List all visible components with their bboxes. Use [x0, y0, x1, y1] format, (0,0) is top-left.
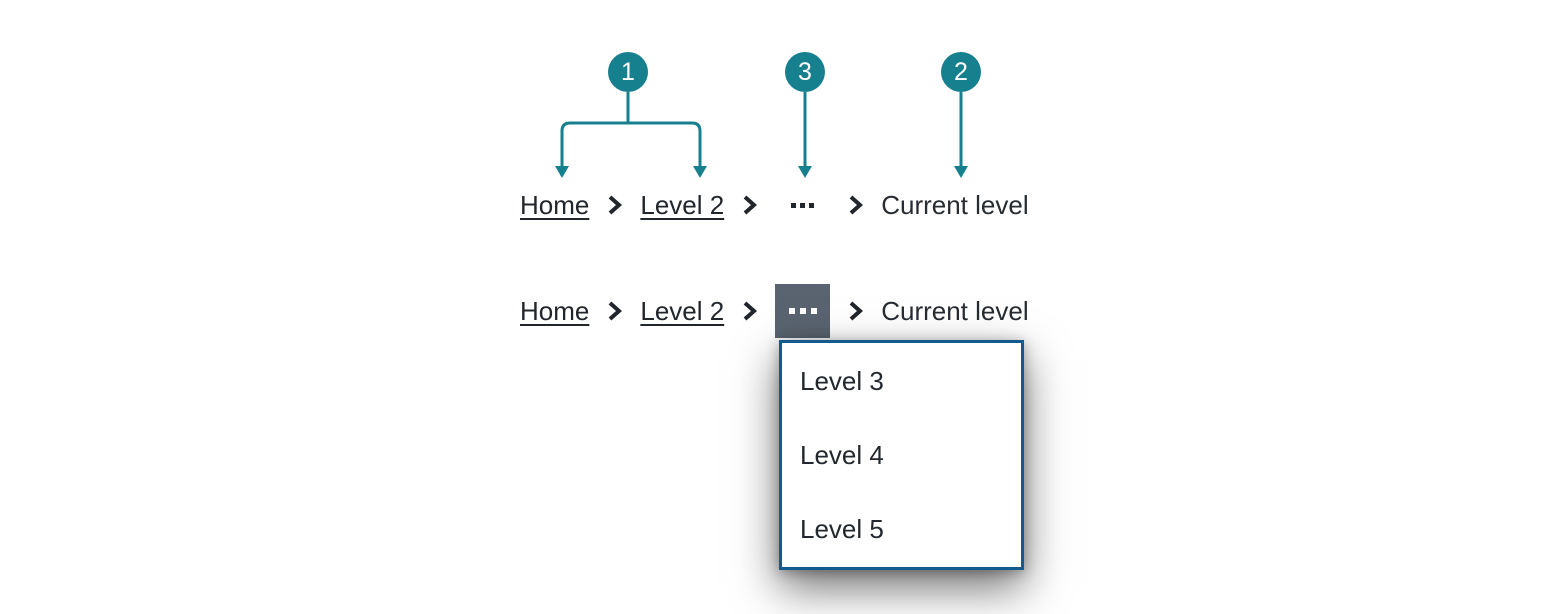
chevron-right-icon [848, 194, 864, 216]
arrowhead-level2-icon [693, 166, 707, 178]
callout-number: 3 [798, 57, 812, 86]
breadcrumb-ellipsis-button-active[interactable] [775, 284, 831, 338]
ellipsis-icon [800, 202, 806, 208]
chevron-right-icon [742, 194, 758, 216]
breadcrumb-current-item: Current level [881, 189, 1029, 220]
chevron-right-icon [742, 300, 758, 322]
chevron-right-icon [607, 300, 623, 322]
callout-badge-2: 2 [941, 52, 981, 92]
ellipsis-icon [788, 308, 795, 314]
callout-badge-1: 1 [608, 52, 648, 92]
arrowhead-current-icon [954, 166, 968, 178]
arrowhead-home-icon [555, 166, 569, 178]
arrowhead-ellipsis-icon [798, 166, 812, 178]
breadcrumb-default-state: Home Level 2 Current level [520, 187, 1029, 223]
breadcrumb-dropdown-menu: Level 3 Level 4 Level 5 [779, 340, 1024, 570]
chevron-right-icon [848, 300, 864, 322]
ellipsis-icon [799, 308, 806, 314]
callout-number: 2 [954, 57, 968, 86]
breadcrumb-ellipsis-button[interactable] [775, 187, 830, 223]
breadcrumb-link-home[interactable]: Home [520, 295, 590, 326]
ellipsis-icon [809, 202, 815, 208]
breadcrumb-link-home[interactable]: Home [520, 189, 590, 220]
ellipsis-icon [791, 202, 797, 208]
dropdown-item-level5[interactable]: Level 5 [800, 513, 884, 544]
callout-number: 1 [621, 57, 635, 86]
chevron-right-icon [607, 194, 623, 216]
breadcrumb-link-level2[interactable]: Level 2 [640, 295, 725, 326]
dropdown-item-level4[interactable]: Level 4 [800, 439, 884, 470]
breadcrumb-link-level2[interactable]: Level 2 [640, 189, 725, 220]
breadcrumb-current-item: Current level [881, 295, 1029, 326]
breadcrumb-expanded-state: Home Level 2 Current level [520, 284, 1029, 338]
ellipsis-icon [810, 308, 817, 314]
dropdown-item-level3[interactable]: Level 3 [800, 365, 884, 396]
callout-1-bracket-line [560, 121, 702, 168]
callout-badge-3: 3 [785, 52, 825, 92]
